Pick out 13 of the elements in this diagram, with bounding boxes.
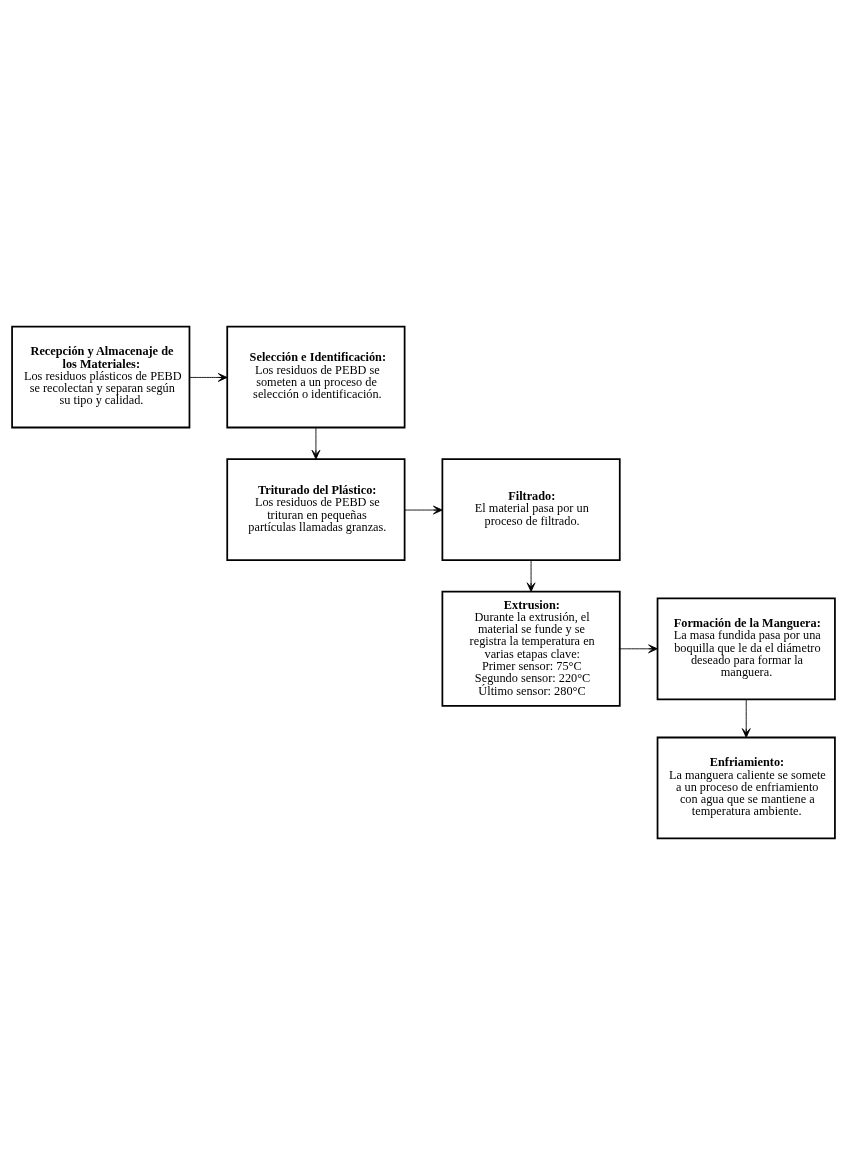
node-box: Triturado del Plástico: Los residuos de PEBD se trituran en pequeñas partículas llamadas granzas.	[226, 458, 406, 561]
node-box: Formación de la Manguera: La masa fundida pasa por una boquilla que le da el diámetro deseado para formar la manguera.	[656, 597, 836, 701]
node-box: Enfriamiento: La manguera caliente se somete a un proceso de enfriamiento con agua que se mantiene a temperatura ambiente.	[656, 736, 836, 840]
arrow	[526, 559, 536, 593]
arrow	[619, 644, 658, 654]
node-box: Filtrado: El material pasa por un proceso de filtrado.	[441, 458, 621, 561]
arrow	[741, 699, 751, 738]
arrow	[189, 373, 228, 382]
arrow	[404, 505, 443, 515]
node-box: Recepción y Almacenaje de los Materiales: Los residuos plásticos de PEBD se recolectan y separan según su tipo y calidad.	[11, 325, 191, 429]
node-box: Selección e Identificación: Los residuos de PEBD se someten a un proceso de selección o identificación.	[226, 325, 406, 429]
arrow	[311, 427, 321, 460]
node-box: Extrusion: Durante la extrusión, el material se funde y se registra la temperatura en varias etapas clave: Primer sensor: 75°C Segundo sensor: 220°C Último sensor: 280°C	[441, 590, 621, 707]
